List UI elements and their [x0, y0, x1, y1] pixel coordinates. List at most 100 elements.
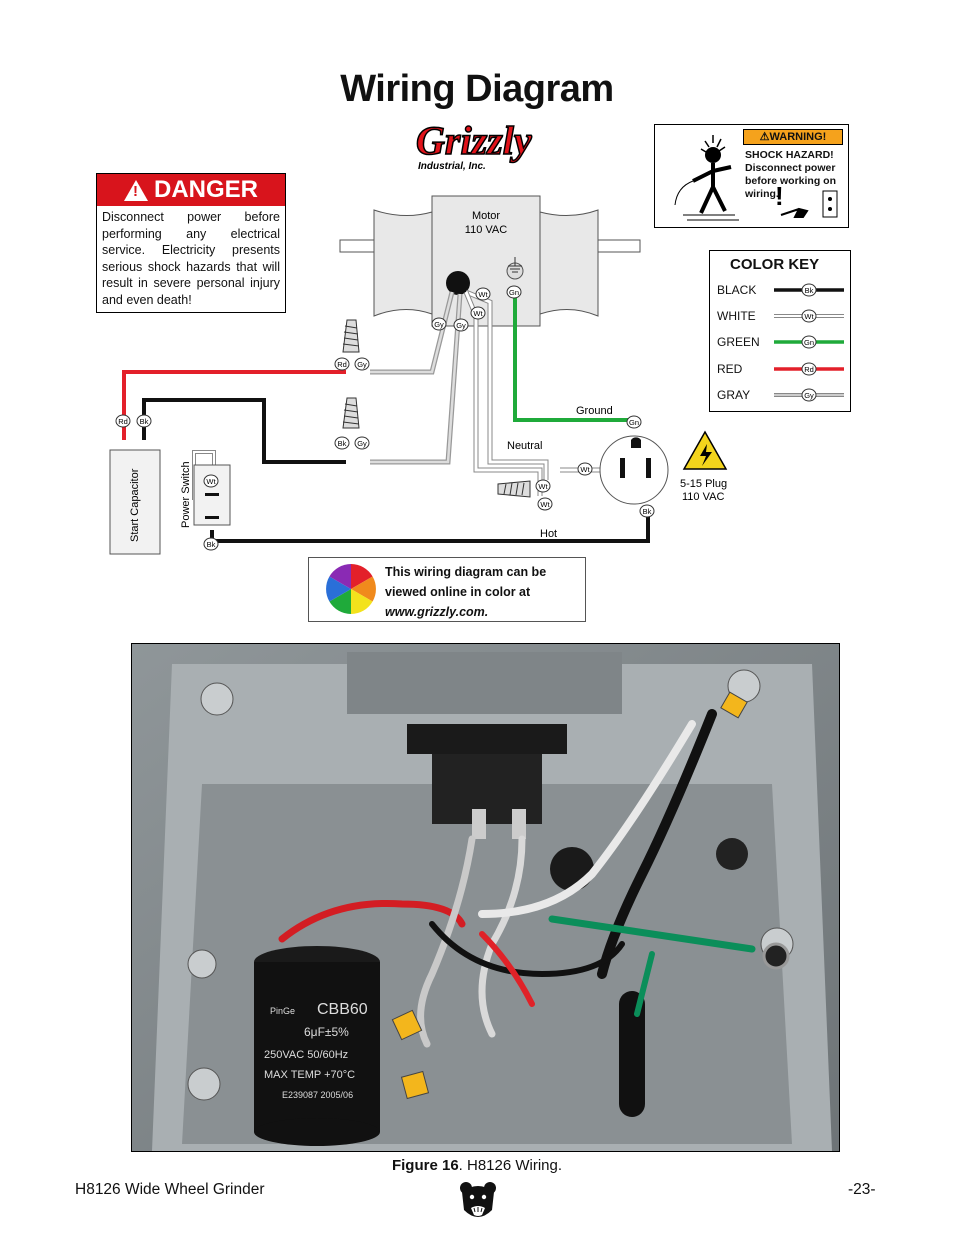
grizzly-bear-icon [460, 1182, 496, 1217]
svg-text:Gy: Gy [357, 439, 367, 448]
color-key-gray-swatch: Gy [774, 388, 844, 402]
warning-line2: Disconnect power before working on wirin… [745, 162, 837, 200]
wiring-diagram: Motor 110 VAC Start Capacitor Power S [109, 195, 728, 555]
svg-text:Gn: Gn [804, 338, 814, 347]
code-plug-gn: Gn [626, 415, 642, 429]
svg-text:!: ! [775, 187, 784, 211]
svg-text:Wt: Wt [473, 309, 483, 318]
color-key-title: COLOR KEY [730, 256, 820, 273]
motor-label-line2: 110 VAC [465, 224, 507, 236]
grizzly-logo: Grizzly Industrial, Inc. [415, 117, 532, 172]
svg-text:Wt: Wt [478, 290, 488, 299]
danger-triangle-icon: ! [123, 179, 148, 201]
screw-bottom-left [187, 1067, 221, 1101]
ground-label: Ground [576, 405, 613, 417]
screw-mid-left [187, 949, 217, 979]
color-key-gray-label: GRAY [717, 388, 751, 402]
plug-5-15 [599, 435, 669, 505]
online-color-note: This wiring diagram can be viewed online… [308, 557, 586, 622]
wire-nut-1 [342, 319, 360, 353]
plug-label-line2: 110 VAC [682, 491, 724, 503]
screw-top-left [200, 682, 234, 716]
svg-text:6μF±5%: 6μF±5% [304, 1025, 349, 1039]
junction-box-photo: PinGe CBB60 6μF±5% 250VAC 50/60Hz MAX TE… [132, 644, 839, 1151]
warning-header: ⚠WARNING! [743, 129, 843, 145]
svg-text:Bk: Bk [338, 439, 347, 448]
svg-text:Wt: Wt [580, 465, 590, 474]
svg-text:Wt: Wt [538, 482, 548, 491]
danger-notice: ! DANGER Disconnect power before perform… [96, 173, 286, 313]
footer-page-number: -23- [848, 1181, 876, 1198]
wire-black-hot [210, 506, 650, 543]
warning-notice: ⚠WARNING! SHOCK HAZARD! Disconnect power… [654, 124, 849, 228]
color-key-black-swatch: Bk [774, 283, 844, 297]
page-title: Wiring Diagram [340, 68, 614, 110]
code-plug-bk: Bk [639, 504, 655, 518]
code-motor-gn: Gn [506, 285, 522, 299]
code-plug-wt: Wt [577, 462, 593, 476]
online-note-line1: This wiring diagram can be [385, 565, 547, 579]
code-nut3-wt1: Wt [535, 479, 551, 493]
code-nut1-gy: Gy [354, 357, 370, 371]
unplug-icon: ! [775, 187, 838, 218]
motor-label-line1: Motor [472, 210, 500, 222]
svg-text:E239087 2005/06: E239087 2005/06 [282, 1090, 353, 1100]
svg-text:Rd: Rd [337, 360, 347, 369]
figure-number: Figure 16 [391, 1157, 459, 1174]
danger-text: Disconnect power before performing any e… [102, 210, 280, 307]
color-key-green-label: GREEN [717, 335, 760, 349]
wiring-photo: PinGe CBB60 6μF±5% 250VAC 50/60Hz MAX TE… [131, 643, 840, 1152]
code-motor-gy2: Gy [453, 318, 469, 332]
neutral-label: Neutral [507, 440, 542, 452]
motor-endbell-left [373, 209, 433, 317]
code-motor-wt1: Wt [475, 287, 491, 301]
svg-text:Gy: Gy [804, 391, 814, 400]
svg-text:Bk: Bk [805, 286, 814, 295]
color-key-red-swatch: Rd [774, 362, 844, 376]
color-key-black-label: BLACK [717, 283, 757, 297]
svg-text:CBB60: CBB60 [317, 1001, 368, 1018]
shock-figure-icon [674, 135, 739, 221]
svg-text:PinGe: PinGe [270, 1006, 295, 1016]
danger-header: ! DANGER [97, 174, 285, 206]
wire-red [122, 370, 346, 440]
svg-text:Gy: Gy [456, 321, 466, 330]
warning-label: WARNING! [769, 131, 827, 143]
warning-triangle-icon: ⚠ [759, 131, 770, 143]
wire-nut-2 [342, 397, 360, 429]
warning-text: SHOCK HAZARD! Disconnect power before wo… [745, 149, 845, 201]
code-cap-rd: Rd [115, 414, 131, 428]
color-key-red-label: RED [717, 362, 743, 376]
svg-text:Gn: Gn [509, 288, 519, 297]
start-capacitor [109, 449, 161, 555]
figure-caption: Figure 16. H8126 Wiring. [0, 1157, 954, 1174]
svg-text:Bk: Bk [207, 540, 216, 549]
code-switch-wt: Wt [203, 474, 219, 488]
online-note-url: www.grizzly.com. [385, 605, 489, 619]
figure-text: . H8126 Wiring. [458, 1157, 563, 1174]
wire-nut-3 [497, 480, 531, 498]
footer-model: H8126 Wide Wheel Grinder [75, 1181, 265, 1198]
code-motor-gy1: Gy [431, 317, 447, 331]
warning-line1: SHOCK HAZARD! [745, 149, 834, 161]
code-switch-bk: Bk [203, 537, 219, 551]
svg-text:Wt: Wt [540, 500, 550, 509]
color-key-white-swatch: Wt [774, 309, 844, 323]
plug-label-line1: 5-15 Plug [680, 478, 727, 490]
motor-endbell-right [539, 209, 599, 317]
motor-wire-entry [446, 271, 470, 295]
photo-capacitor: PinGe CBB60 6μF±5% 250VAC 50/60Hz MAX TE… [254, 946, 380, 1146]
svg-text:250VAC 50/60Hz: 250VAC 50/60Hz [264, 1049, 348, 1061]
danger-label: DANGER [153, 176, 258, 203]
code-cap-bk: Bk [136, 414, 152, 428]
svg-text:Gy: Gy [434, 320, 444, 329]
logo-sub: Industrial, Inc. [418, 161, 486, 172]
code-nut2-bk: Bk [334, 436, 350, 450]
wire-black-cap [142, 398, 346, 464]
svg-text:Wt: Wt [206, 477, 216, 486]
code-nut2-gy: Gy [354, 436, 370, 450]
online-note-line2: viewed online in color at [385, 585, 531, 599]
code-nut1-rd: Rd [334, 357, 350, 371]
code-motor-wt2: Wt [470, 306, 486, 320]
color-wheel-icon [326, 564, 376, 614]
